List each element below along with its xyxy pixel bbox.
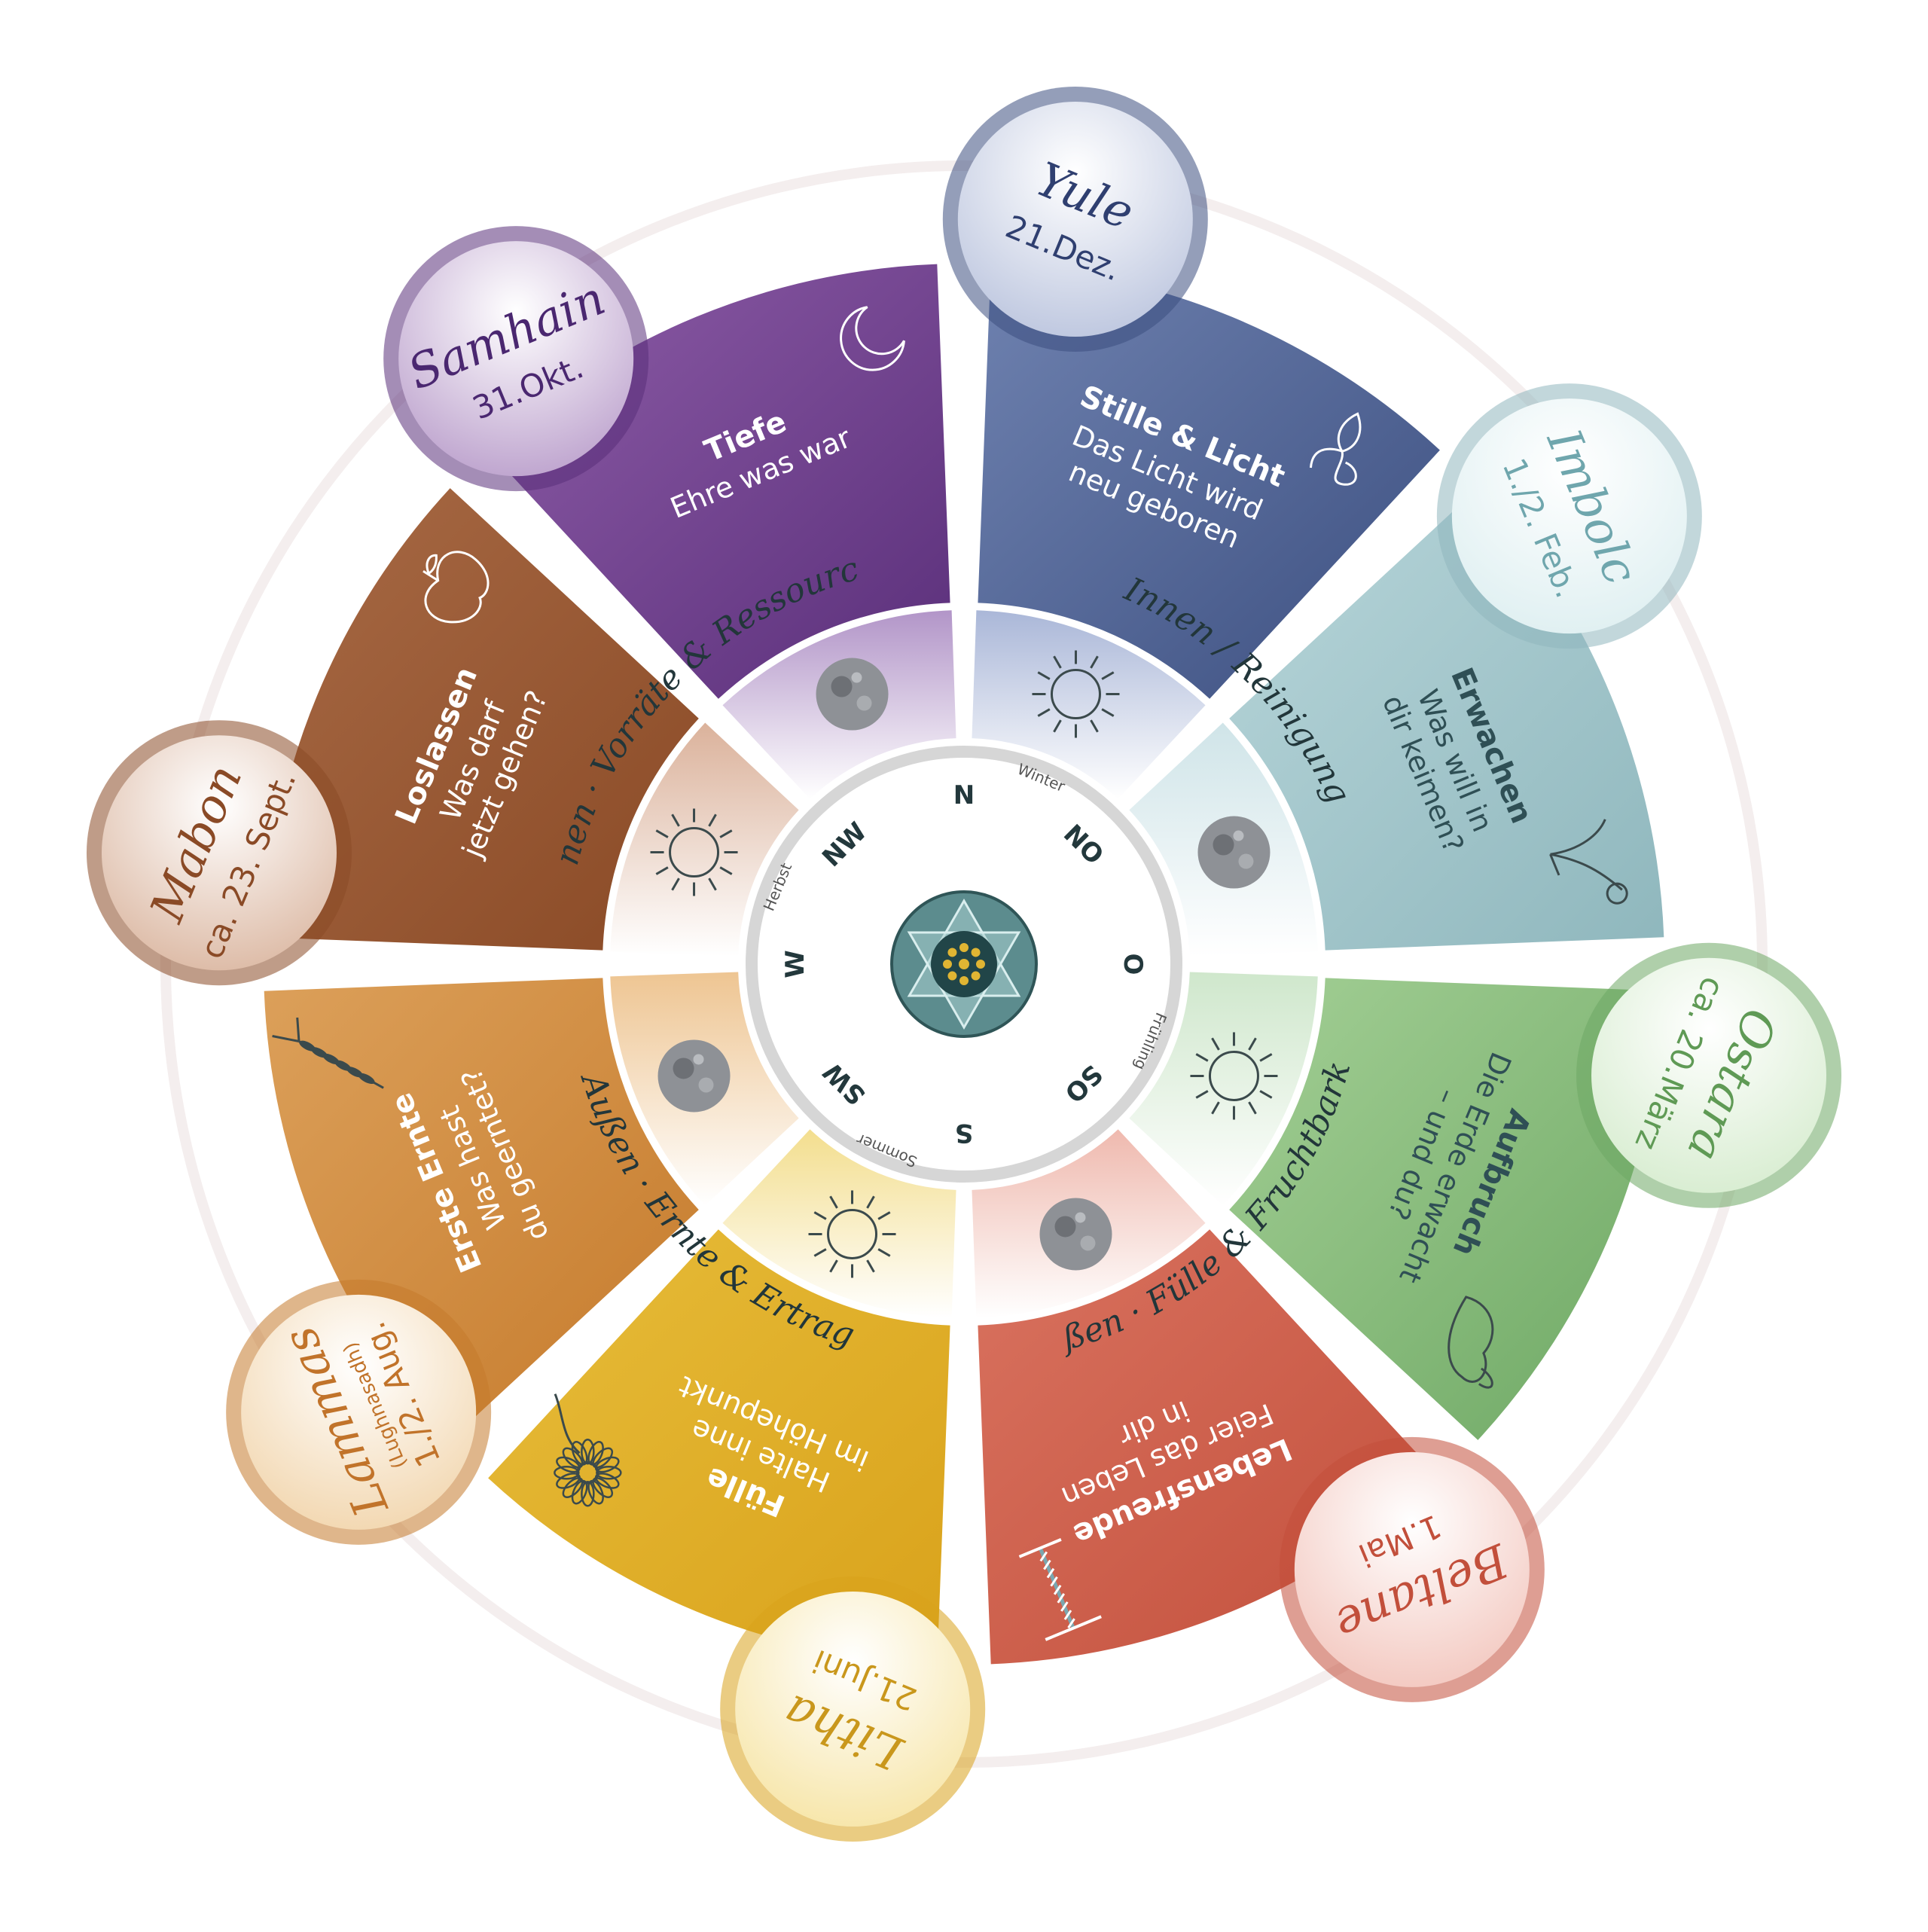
center-emblem [890, 890, 1038, 1038]
mid-tile [610, 722, 799, 957]
wheat-icon [272, 1017, 384, 1089]
flower-of-life-emblem-icon [890, 890, 1038, 1038]
sector-ostara-shape [1229, 978, 1664, 1440]
mid-tile [1129, 722, 1318, 957]
sector-mabon-shape [264, 488, 699, 951]
full-moon-icon [657, 1039, 731, 1113]
snowdrop-icon [1549, 819, 1628, 905]
sun-icon [1190, 1032, 1278, 1120]
sunflower-icon [554, 1393, 622, 1507]
mid-tile [722, 1129, 956, 1318]
full-moon-icon [1039, 1198, 1112, 1271]
candle-icon [1309, 412, 1362, 486]
compass-s: S [955, 1118, 974, 1148]
mid-tile [722, 610, 956, 799]
mid-tile [610, 972, 799, 1206]
sun-icon [650, 808, 738, 896]
full-moon-icon [1197, 816, 1271, 889]
sun-icon [1032, 650, 1120, 738]
compass-rim [746, 746, 1182, 1183]
full-moon-icon [816, 658, 889, 731]
mid-tile [972, 1129, 1206, 1318]
moon-icon [840, 306, 905, 371]
sector-yule-shape [978, 264, 1440, 699]
mid-tile [1129, 972, 1318, 1206]
compass-o: O [1118, 954, 1148, 975]
compass-w: W [780, 950, 810, 978]
sun-icon [808, 1190, 896, 1278]
maypole-icon [1018, 1538, 1102, 1641]
mid-tile [972, 610, 1206, 799]
sector-litha-shape [488, 1229, 950, 1665]
festival-disc-lammas: Lammas(Lughnasadh)1./2. Aug. [226, 1279, 492, 1545]
middle-ring [610, 610, 1318, 1318]
compass-n: N [953, 780, 975, 810]
hare-icon [1448, 1296, 1494, 1389]
apple-icon [423, 551, 490, 624]
